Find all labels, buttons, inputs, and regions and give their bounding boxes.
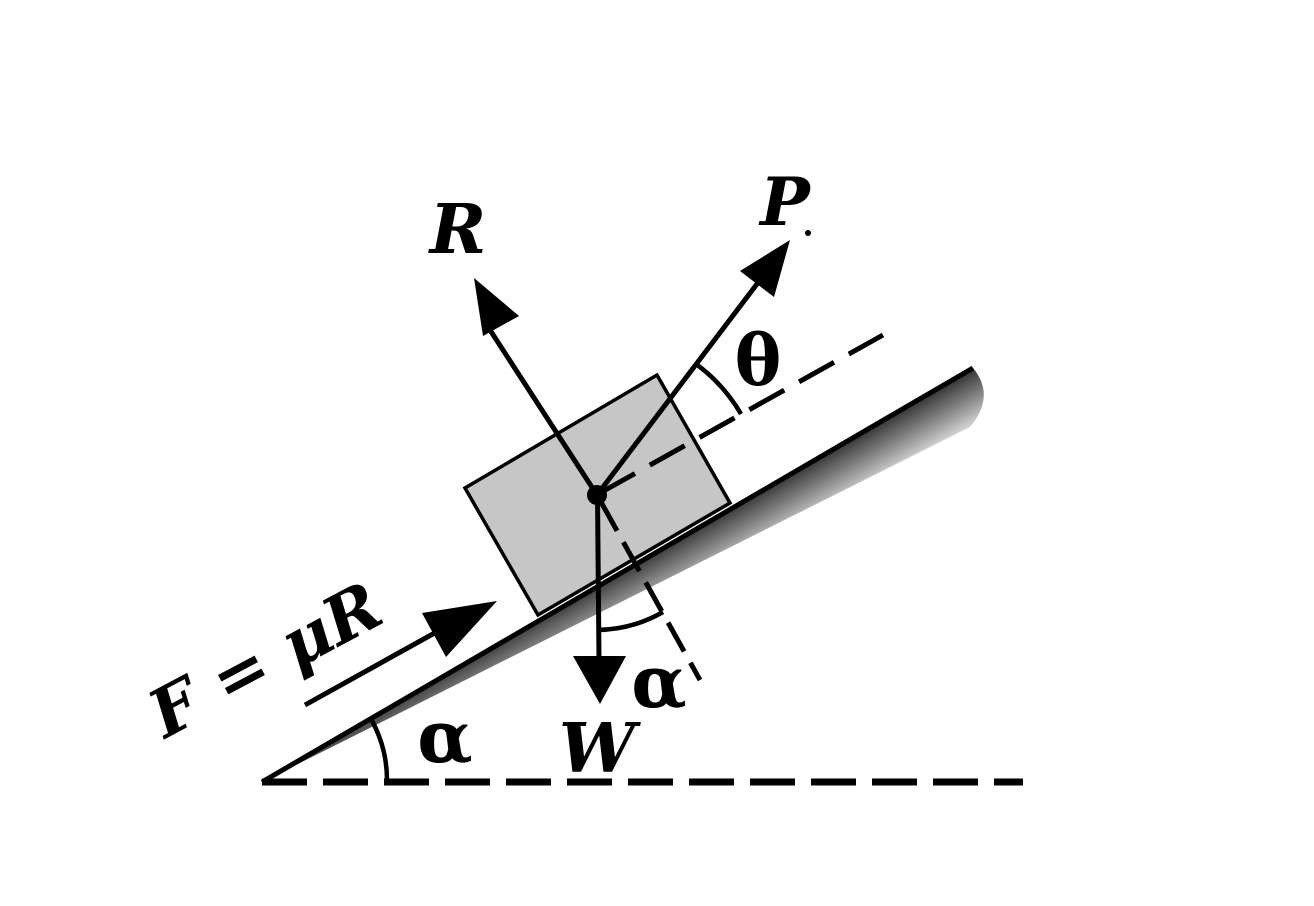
alpha-incline-angle-label: α: [417, 694, 472, 779]
alpha-weight-angle-arc: [596, 610, 665, 633]
normal-force-arrowhead: [474, 278, 519, 336]
applied-force-label: P: [758, 163, 812, 241]
normal-force-label: R: [428, 190, 487, 270]
applied-force-arrowhead: [740, 240, 790, 297]
speck: [805, 230, 811, 236]
theta-angle-label: θ: [735, 319, 782, 402]
applied-force-arrow: [595, 240, 790, 497]
normal-force-arrow: [474, 278, 600, 497]
weight-force-label: W: [559, 709, 641, 789]
incline-surface-line: [260, 365, 975, 785]
friction-force-arrow: [303, 601, 497, 708]
weight-force-arrowhead: [573, 656, 626, 704]
friction-force-arrowhead: [422, 601, 497, 657]
alpha-incline-angle-arc: [369, 717, 390, 781]
theta-angle-arc: [694, 362, 743, 416]
alpha-weight-angle-label: α: [631, 639, 686, 724]
center-of-gravity-dot: [587, 485, 607, 505]
normal-extension-dashed-line: [598, 500, 703, 682]
weight-force-arrow: [573, 494, 626, 704]
